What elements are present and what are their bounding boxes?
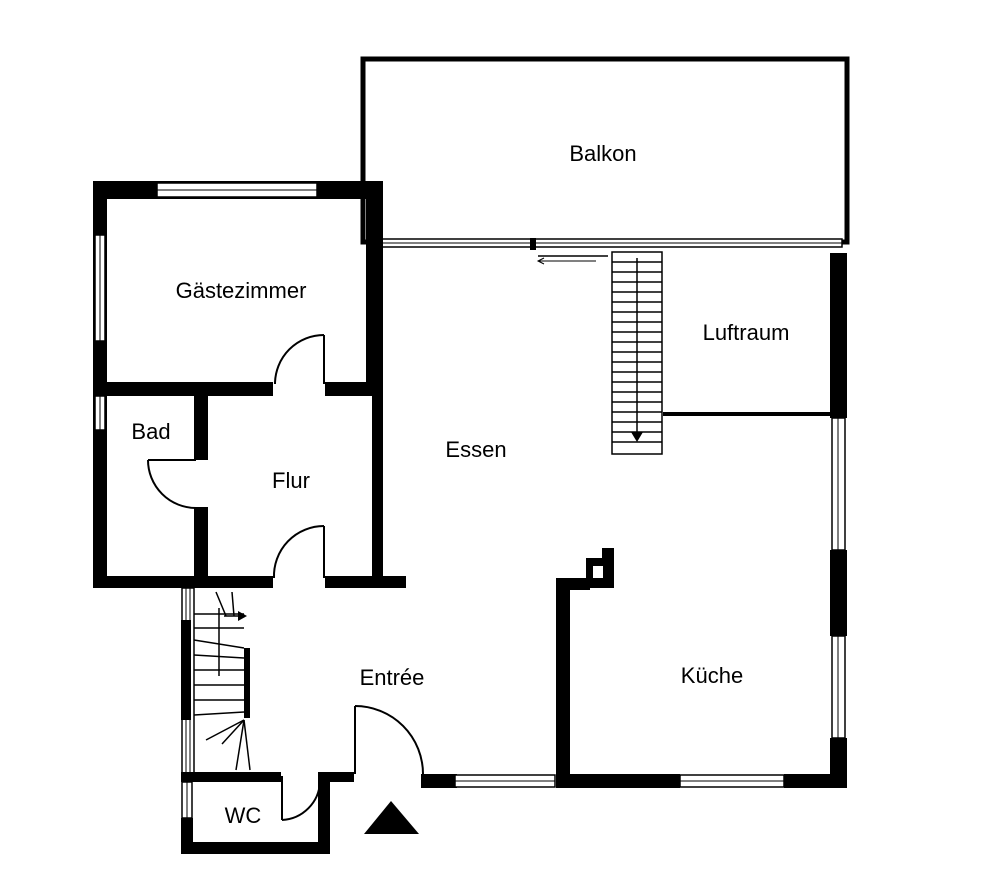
label-luftraum: Luftraum (703, 320, 790, 345)
door-hall (272, 525, 325, 579)
label-balkon: Balkon (569, 141, 636, 166)
stair-down-arrow-icon (238, 611, 247, 621)
balcony (360, 56, 850, 265)
label-essen: Essen (445, 437, 506, 462)
entrance-walls (181, 587, 556, 854)
door-wc (281, 776, 321, 821)
label-wc: WC (225, 803, 262, 828)
stair-direction-arrow-icon (631, 432, 643, 442)
chimney-icon (586, 548, 614, 588)
staircase-upper (611, 251, 663, 455)
door-front (354, 705, 424, 775)
label-flur: Flur (272, 468, 310, 493)
label-entree: Entrée (360, 665, 425, 690)
bath-hall-walls (93, 383, 406, 588)
label-bad: Bad (131, 419, 170, 444)
label-kueche: Küche (681, 663, 743, 688)
right-wall (663, 253, 847, 788)
door-guest-room (274, 334, 325, 385)
entrance-triangle-icon (364, 801, 419, 834)
doors (147, 334, 424, 821)
label-gaestezimmer: Gästezimmer (176, 278, 307, 303)
door-bath (147, 459, 197, 509)
staircase-lower (193, 591, 251, 771)
guest-room-walls (93, 181, 383, 587)
sliding-door-arrow-icon (536, 255, 608, 265)
kitchen-walls (556, 548, 847, 788)
